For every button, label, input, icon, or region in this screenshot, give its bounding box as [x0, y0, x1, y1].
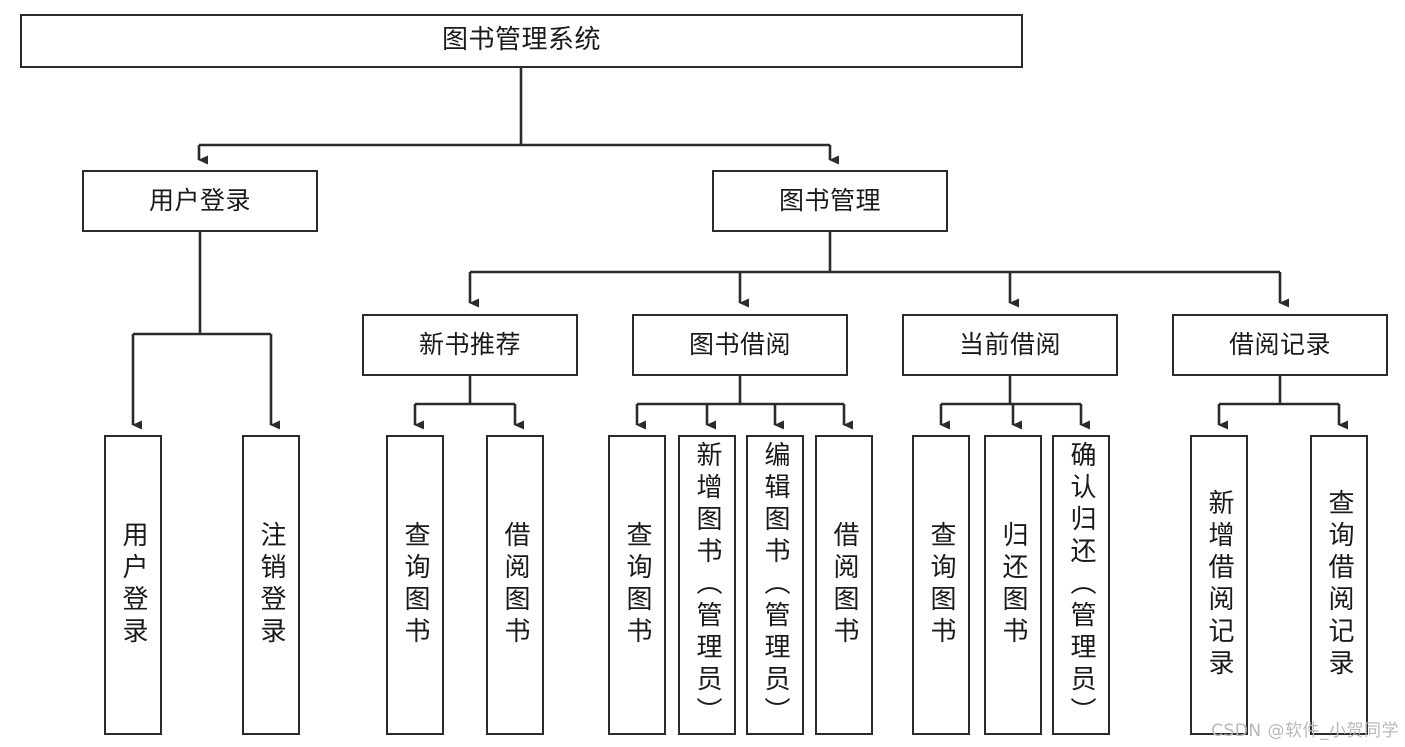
node-root-label: 图书管理系统 — [441, 25, 601, 56]
node-user-login-label: 用户登录 — [148, 185, 251, 215]
node-new-book-rec-label: 新书推荐 — [418, 329, 521, 359]
leaf-query-book-2-label: 查询图书 — [622, 521, 652, 649]
leaf-query-book-1[interactable]: 查询图书 — [386, 435, 444, 735]
leaf-return-book-label: 归还图书 — [998, 521, 1028, 649]
leaf-edit-book-label: 编辑图书（管理员） — [760, 441, 790, 729]
node-new-book-rec[interactable]: 新书推荐 — [362, 314, 578, 376]
node-borrow-record-label: 借阅记录 — [1228, 329, 1331, 359]
leaf-borrow-book-1-label: 借阅图书 — [500, 521, 530, 649]
leaf-query-book-2[interactable]: 查询图书 — [608, 435, 666, 735]
leaf-logout-label: 注销登录 — [256, 521, 286, 649]
node-current-borrow[interactable]: 当前借阅 — [902, 314, 1118, 376]
node-book-borrow-label: 图书借阅 — [688, 329, 791, 359]
leaf-user-login[interactable]: 用户登录 — [104, 435, 162, 735]
node-book-manage-label: 图书管理 — [778, 185, 881, 215]
leaf-add-record-label: 新增借阅记录 — [1204, 489, 1234, 681]
node-book-borrow[interactable]: 图书借阅 — [632, 314, 848, 376]
leaf-borrow-book-2[interactable]: 借阅图书 — [815, 435, 873, 735]
node-borrow-record[interactable]: 借阅记录 — [1172, 314, 1388, 376]
node-current-borrow-label: 当前借阅 — [958, 329, 1061, 359]
leaf-add-book[interactable]: 新增图书（管理员） — [678, 435, 736, 735]
leaf-edit-book[interactable]: 编辑图书（管理员） — [746, 435, 804, 735]
leaf-query-book-1-label: 查询图书 — [400, 521, 430, 649]
leaf-borrow-book-1[interactable]: 借阅图书 — [486, 435, 544, 735]
leaf-borrow-book-2-label: 借阅图书 — [829, 521, 859, 649]
connector-lines — [131, 68, 1348, 430]
leaf-query-record-label: 查询借阅记录 — [1324, 489, 1354, 681]
node-root[interactable]: 图书管理系统 — [20, 14, 1023, 68]
node-user-login[interactable]: 用户登录 — [82, 170, 318, 232]
leaf-query-record[interactable]: 查询借阅记录 — [1310, 435, 1368, 735]
leaf-query-book-3[interactable]: 查询图书 — [912, 435, 970, 735]
leaf-return-book[interactable]: 归还图书 — [984, 435, 1042, 735]
leaf-add-book-label: 新增图书（管理员） — [692, 441, 722, 729]
csdn-watermark: CSDN @软件_小贺同学 — [1211, 721, 1399, 741]
leaf-query-book-3-label: 查询图书 — [926, 521, 956, 649]
leaf-add-record[interactable]: 新增借阅记录 — [1190, 435, 1248, 735]
leaf-confirm-return[interactable]: 确认归还（管理员） — [1052, 435, 1110, 735]
leaf-user-login-label: 用户登录 — [118, 521, 148, 649]
node-book-manage[interactable]: 图书管理 — [712, 170, 948, 232]
leaf-confirm-return-label: 确认归还（管理员） — [1066, 441, 1096, 729]
leaf-logout[interactable]: 注销登录 — [242, 435, 300, 735]
